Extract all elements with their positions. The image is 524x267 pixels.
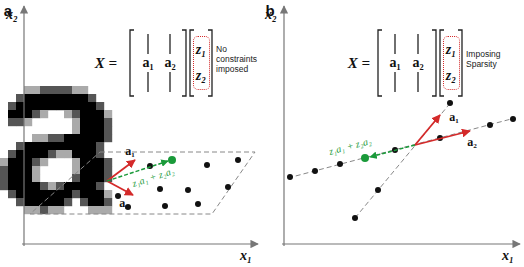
vector-label: a₁ (125, 145, 135, 158)
axes (22, 6, 520, 246)
latent-vector-box: z₁ z₂ (193, 36, 210, 90)
annotation: Imposing Sparsity (466, 50, 516, 70)
combination-vector (370, 145, 415, 157)
matrix-brackets (378, 30, 462, 96)
combination-point (361, 154, 369, 162)
equation-lhs: X = (95, 55, 117, 72)
vector-label: a₂ (467, 136, 477, 149)
latent-variable: z₁ (446, 42, 456, 57)
vector-label: a₁ (449, 111, 459, 124)
axis-label: x₁ (240, 248, 252, 263)
pixel-letter-image (0, 86, 112, 214)
latent-variable: z₂ (446, 68, 456, 83)
basis-vectors (415, 115, 470, 145)
latent-variable: z₁ (196, 42, 206, 57)
matrix-column: a₁ (142, 55, 153, 70)
data-points (287, 100, 516, 221)
matrix-column: a₂ (412, 55, 423, 70)
matrix-brackets (130, 30, 212, 96)
equation-lhs: X = (348, 55, 370, 72)
matrix-column: a₂ (164, 55, 175, 70)
latent-variable: z₂ (196, 68, 206, 83)
combination-point (168, 156, 176, 164)
latent-vector-box: z₁ z₂ (443, 36, 460, 90)
data-points (115, 157, 241, 210)
axis-label: x₂ (6, 7, 18, 22)
axis-label: x₁ (502, 248, 514, 263)
annotation: No constraints imposed (216, 45, 262, 74)
combination-label: z₁a₁ + z₂a₂ (130, 165, 177, 190)
axis-label: x₂ (265, 7, 277, 22)
combination-label: z₁a₁ + z₂a₂ (327, 135, 374, 157)
matrix-column: a₁ (389, 55, 400, 70)
subspace-lines (288, 101, 515, 218)
vector-label: a₂ (119, 197, 129, 210)
span-region (30, 152, 255, 214)
